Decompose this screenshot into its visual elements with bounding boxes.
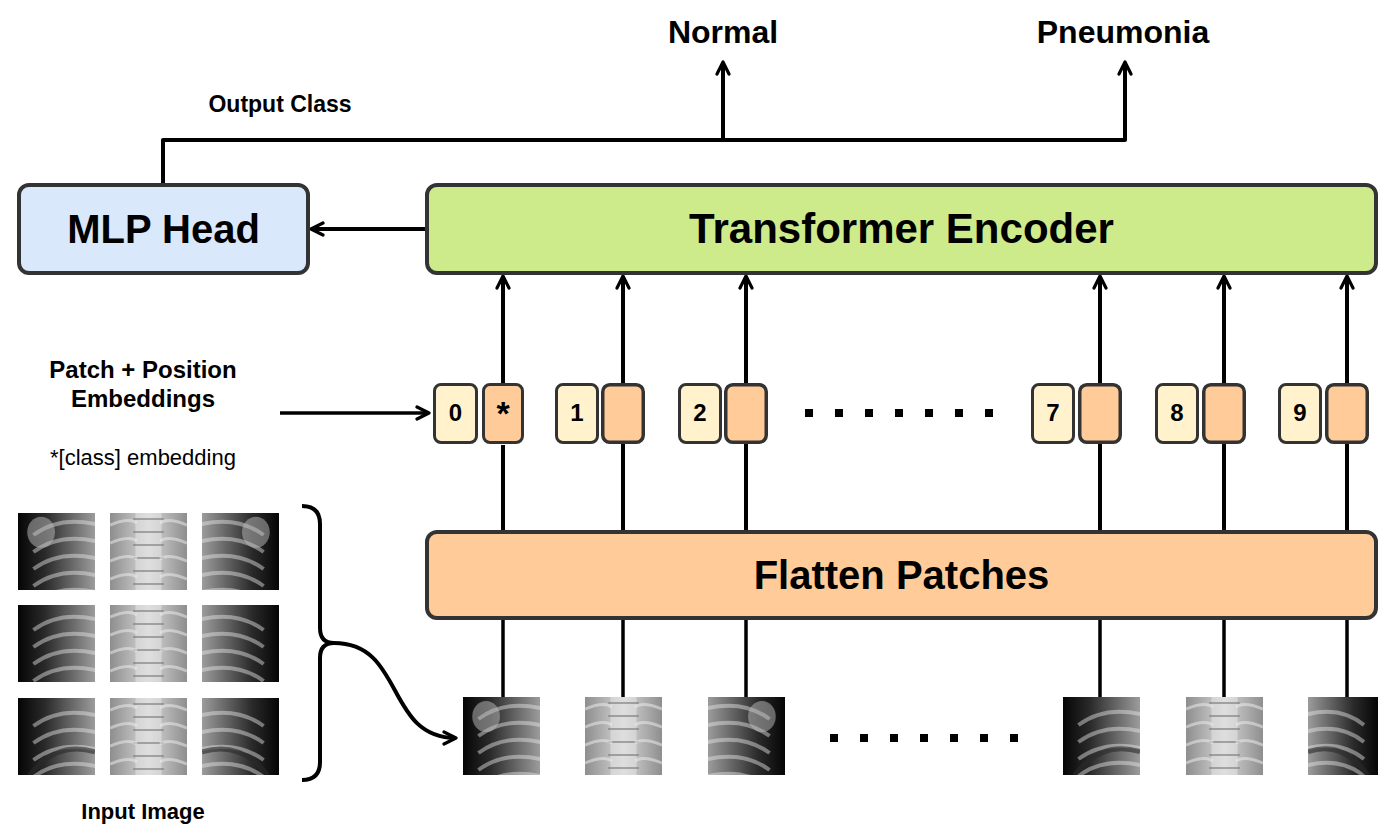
position-box: 2 <box>678 383 722 444</box>
patch-wire <box>744 620 748 697</box>
xray-patch <box>18 605 95 682</box>
node-text: 9 <box>1293 400 1306 426</box>
ellipsis-dot <box>895 409 903 417</box>
class-name: Normal <box>668 13 778 51</box>
patch-wire <box>1222 620 1226 697</box>
position-box: 7 <box>1031 383 1075 444</box>
xray-patch <box>1063 697 1140 775</box>
connector-arrow <box>501 276 505 383</box>
position-box: 9 <box>1278 383 1322 444</box>
node-text: MLP Head <box>67 207 260 251</box>
node-text: Transformer Encoder <box>689 206 1114 252</box>
node-text: 1 <box>570 400 583 426</box>
xray-patch <box>585 697 662 775</box>
xray-patch <box>708 697 785 775</box>
ellipsis-dot <box>980 734 988 742</box>
ellipsis-dot <box>860 734 868 742</box>
embedding-label: Patch + Position Embeddings <box>18 356 268 414</box>
xray-patch <box>110 605 187 682</box>
patch-embedding-box <box>1080 385 1121 443</box>
node-text: 0 <box>449 400 462 426</box>
mlp-head-box: MLP Head <box>17 183 310 275</box>
position-box: 1 <box>555 383 599 444</box>
xray-patch <box>202 698 279 775</box>
class-name: Pneumonia <box>1037 13 1209 51</box>
xray-patch <box>18 513 95 590</box>
ellipsis-dot <box>985 409 993 417</box>
patch-embedding-box <box>603 385 644 443</box>
xray-patch <box>463 697 540 775</box>
xray-patch <box>202 513 279 590</box>
ellipsis-dot <box>950 734 958 742</box>
pointer-arrow <box>280 411 429 415</box>
ellipsis-dot <box>805 409 813 417</box>
xray-patch <box>110 513 187 590</box>
ellipsis-dot <box>920 734 928 742</box>
node-text: Flatten Patches <box>754 553 1050 597</box>
position-box: 0 <box>433 383 478 444</box>
xray-patch <box>1186 697 1263 775</box>
patch-embedding-box <box>726 385 767 443</box>
curved-arrow <box>334 643 456 738</box>
patch-embedding-box <box>1327 385 1368 443</box>
patch-wire <box>621 620 625 697</box>
output-arrow <box>163 62 1125 183</box>
xray-patch <box>1308 697 1378 775</box>
ellipsis-dot <box>865 409 873 417</box>
ellipsis-dot <box>835 409 843 417</box>
ellipsis-dot <box>955 409 963 417</box>
connector-arrow <box>501 445 505 530</box>
ellipsis-dot <box>1010 734 1018 742</box>
output-label: Output Class <box>208 91 351 119</box>
note-text: *[class] embedding <box>50 445 236 471</box>
input-label: Input Image <box>81 799 204 825</box>
patch-embedding-box <box>1204 385 1245 443</box>
patch-wire <box>1098 620 1102 697</box>
encoder-box: Transformer Encoder <box>425 183 1378 275</box>
xray-patch <box>110 698 187 775</box>
node-text: 7 <box>1046 400 1059 426</box>
ellipsis-dot <box>925 409 933 417</box>
node-text: 8 <box>1170 400 1183 426</box>
ellipsis-dot <box>830 734 838 742</box>
connector-arrow <box>311 227 425 231</box>
patch-wire <box>1345 620 1349 697</box>
bracket <box>302 506 334 780</box>
node-text: 2 <box>693 400 706 426</box>
patch-wire <box>501 620 505 697</box>
xray-patch <box>202 605 279 682</box>
flatten-box: Flatten Patches <box>425 530 1378 620</box>
xray-patch <box>18 698 95 775</box>
ellipsis-dot <box>890 734 898 742</box>
output-arrow <box>721 62 725 140</box>
position-box: 8 <box>1155 383 1199 444</box>
node-text: * <box>496 395 509 432</box>
class-embedding-box: * <box>482 383 524 444</box>
